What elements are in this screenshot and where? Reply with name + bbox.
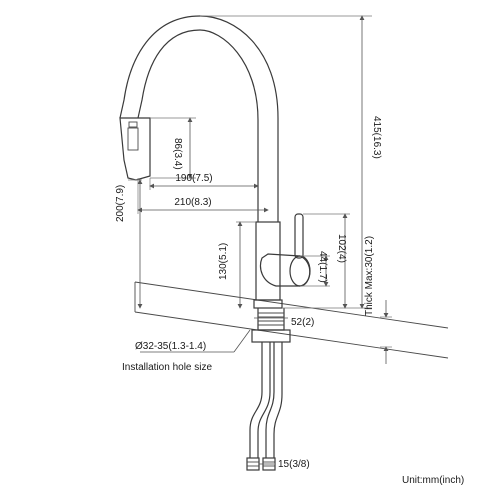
label-body-height: 130(5.1) <box>218 243 229 280</box>
dim-body-height <box>236 221 256 309</box>
dim-hole-leader <box>140 329 251 353</box>
label-base-diameter: 52(2) <box>291 317 314 328</box>
label-reach-inner: 190(7.5) <box>175 173 212 184</box>
faucet-body <box>253 213 311 309</box>
label-spray-head: 86(3.4) <box>172 138 183 170</box>
label-spout-height: 200(7.9) <box>115 185 126 222</box>
label-handle-height: 102(4) <box>336 234 347 263</box>
spray-button-icon <box>127 127 139 151</box>
dim-spray-head <box>150 117 196 179</box>
handle-lever <box>294 213 304 259</box>
hoses <box>246 342 283 471</box>
label-handle-small: 44(1.7) <box>317 251 328 283</box>
label-unit: Unit:mm(inch) <box>402 475 464 486</box>
dim-overall-height <box>200 15 372 309</box>
countertop <box>134 281 449 359</box>
label-hole-diameter: Ø32-35(1.3-1.4) <box>135 341 206 352</box>
mounting-shank <box>251 308 291 343</box>
label-reach-outer: 210(8.3) <box>174 197 211 208</box>
dim-reach-inner <box>149 178 259 190</box>
label-thick-max: Thick Max:30(1.2) <box>364 236 375 316</box>
handle-hub <box>289 255 311 287</box>
dim-handle-height <box>303 213 350 309</box>
dim-spout-height <box>128 179 143 309</box>
mounting-nut <box>251 329 291 343</box>
dim-thick-max <box>380 300 392 364</box>
hose-fitting-left <box>246 457 260 471</box>
label-install-hole: Installation hole size <box>122 362 212 373</box>
spout <box>119 15 279 222</box>
label-hose-fitting: 15(3/8) <box>278 459 310 470</box>
label-overall-height: 415(16.3) <box>371 116 382 159</box>
dim-handle-small <box>300 255 330 287</box>
